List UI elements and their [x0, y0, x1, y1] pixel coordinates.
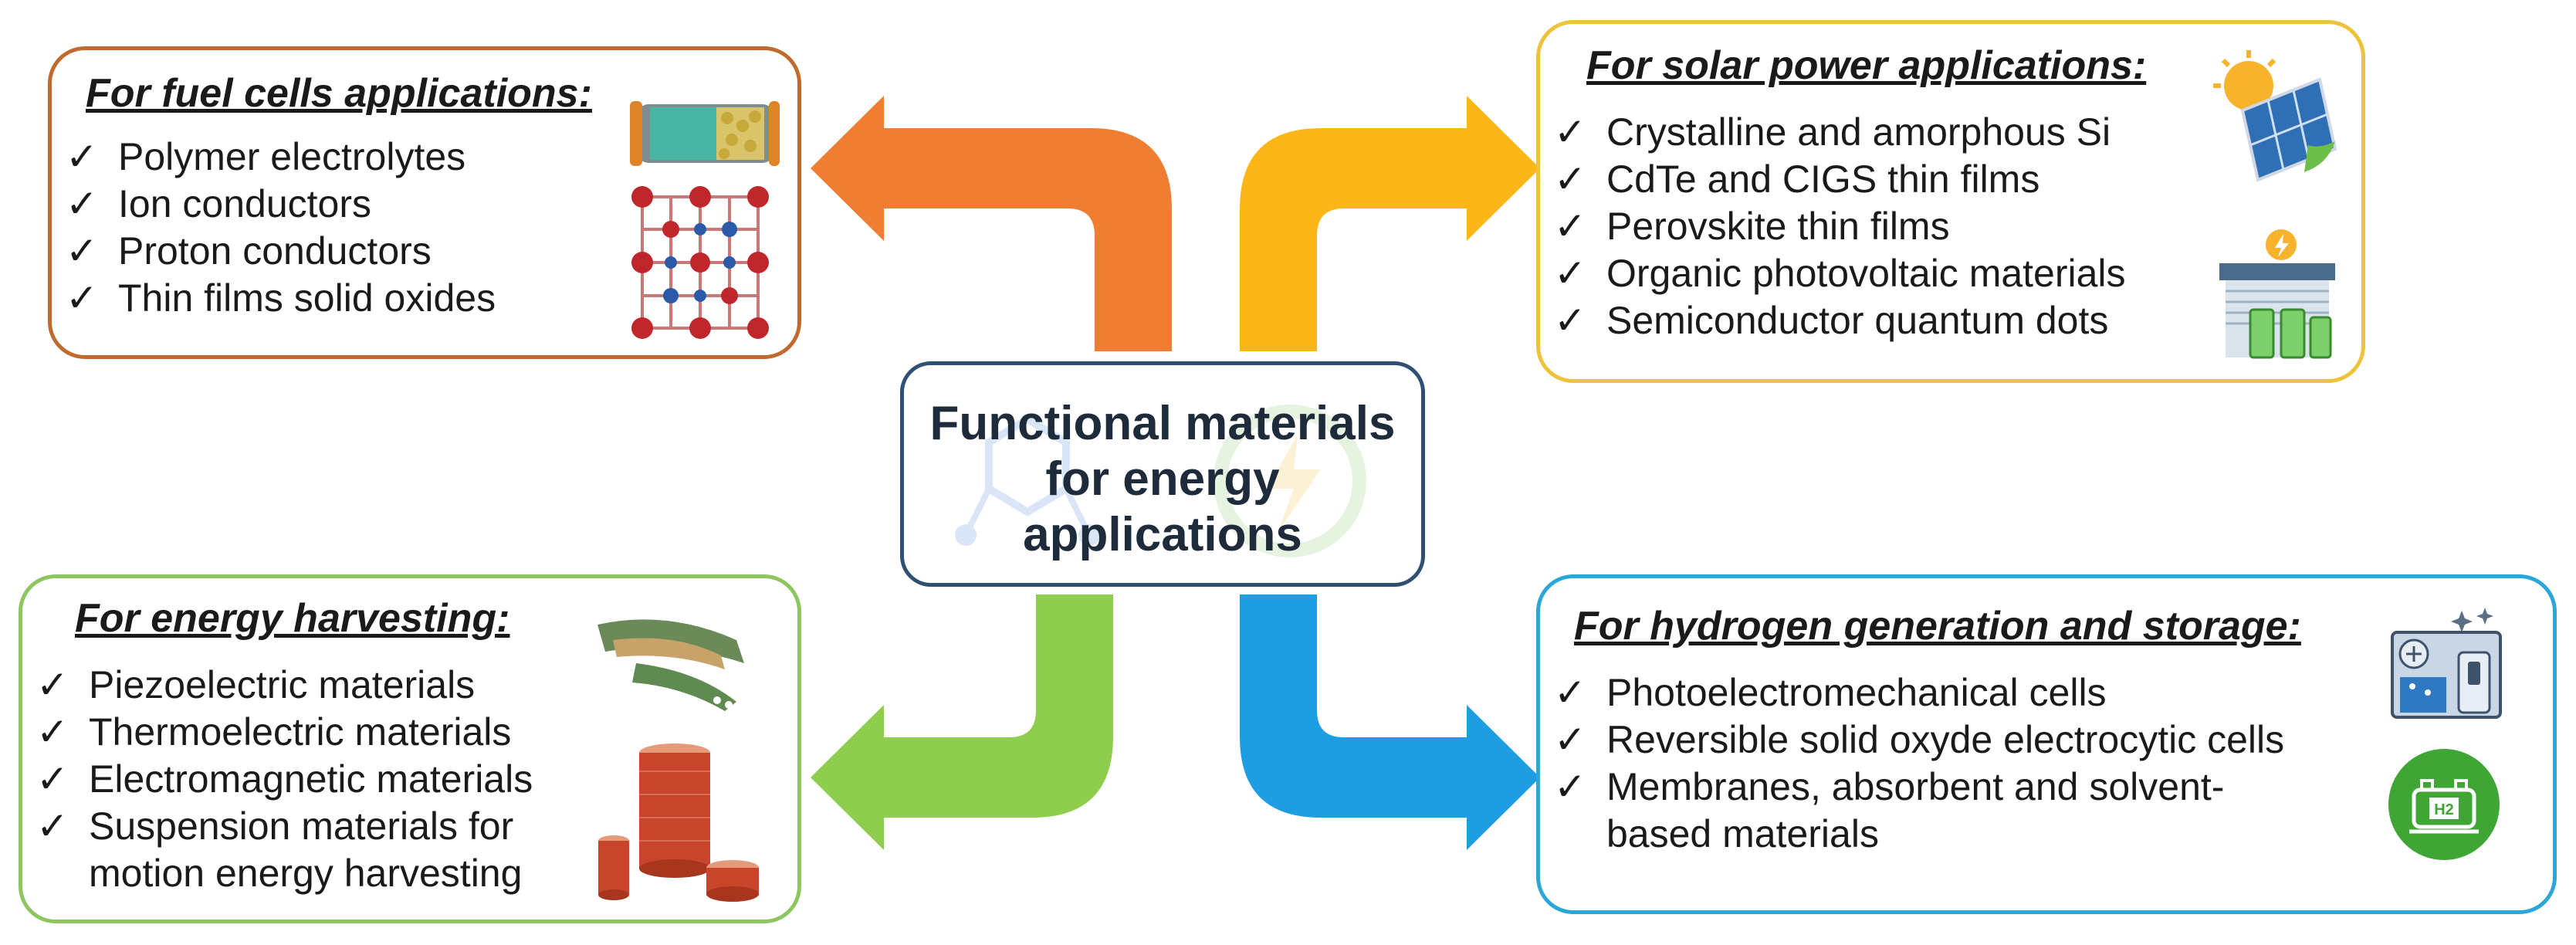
center-title-line: for energy — [1045, 452, 1280, 506]
list-item: based materials — [1606, 812, 1879, 855]
hydrogen-tank-icon: H2 — [2388, 749, 2500, 860]
harvesting-title: For energy harvesting: — [75, 596, 510, 641]
molecule-watermark-icon — [955, 405, 1366, 557]
check-icon: ✓ — [1554, 718, 1586, 761]
fuel-cell-tube-icon — [630, 101, 780, 166]
check-icon: ✓ — [36, 804, 69, 848]
list-item: ✓Photoelectromechanical cells — [1554, 669, 2284, 716]
hydrogen-list: ✓Photoelectromechanical cells ✓Reversibl… — [1554, 669, 2284, 858]
check-icon: ✓ — [36, 663, 69, 706]
fuel-cells-title: For fuel cells applications: — [86, 71, 592, 116]
check-icon: ✓ — [66, 182, 98, 225]
check-icon: ✓ — [1554, 205, 1586, 248]
harvesting-list: ✓Piezoelectric materials ✓Thermoelectric… — [36, 662, 533, 897]
arrow-hydrogen — [1240, 594, 1540, 850]
center-title: Functional materials for energy applicat… — [904, 396, 1421, 563]
check-icon: ✓ — [66, 135, 98, 178]
center-title-line: applications — [1023, 508, 1302, 561]
list-item: ✓Reversible solid oxyde electrocytic cel… — [1554, 716, 2284, 764]
center-title-line: Functional materials — [929, 397, 1396, 450]
h2-label: H2 — [2434, 801, 2454, 818]
list-item: ✓Organic photovoltaic materials — [1554, 250, 2126, 297]
list-item: ✓Semiconductor quantum dots — [1554, 297, 2126, 344]
solar-box: For solar power applications: ✓Crystalli… — [1536, 20, 2365, 383]
piezo-film-icon — [597, 619, 744, 711]
solar-title: For solar power applications: — [1586, 43, 2147, 88]
fuel-cells-box: For fuel cells applications: ✓Polymer el… — [48, 46, 801, 359]
solar-list: ✓Crystalline and amorphous Si ✓CdTe and … — [1554, 109, 2126, 344]
list-item: motion energy harvesting — [89, 852, 523, 895]
hydrogen-box: For hydrogen generation and storage: ✓Ph… — [1536, 574, 2557, 914]
list-item: ✓Proton conductors — [66, 228, 496, 275]
list-item: ✓Suspension materials for — [36, 803, 533, 850]
crystal-lattice-icon — [631, 186, 769, 339]
electrolyzer-icon — [2391, 608, 2502, 719]
list-item: ✓Piezoelectric materials — [36, 662, 533, 709]
check-icon: ✓ — [36, 757, 69, 801]
arrow-fuel-cells — [811, 96, 1172, 351]
hydrogen-title: For hydrogen generation and storage: — [1574, 604, 2301, 649]
list-item: ✓Electromagnetic materials — [36, 756, 533, 803]
check-icon: ✓ — [66, 229, 98, 273]
check-icon: ✓ — [1554, 765, 1586, 808]
check-icon: ✓ — [1554, 158, 1586, 201]
fuel-cells-list: ✓Polymer electrolytes ✓Ion conductors ✓P… — [66, 134, 496, 322]
list-item: ✓Ion conductors — [66, 181, 496, 228]
center-topic-box: Functional materials for energy applicat… — [900, 361, 1425, 587]
check-icon: ✓ — [66, 276, 98, 320]
battery-storage-icon — [2219, 229, 2335, 359]
check-icon: ✓ — [1554, 252, 1586, 295]
list-item: ✓Thin films solid oxides — [66, 275, 496, 322]
coil-magnet-icon — [598, 743, 759, 902]
harvesting-box: For energy harvesting: ✓Piezoelectric ma… — [19, 574, 801, 923]
check-icon: ✓ — [1554, 110, 1586, 154]
list-item: ✓Thermoelectric materials — [36, 709, 533, 756]
arrow-solar — [1240, 96, 1540, 351]
list-item: ✓Polymer electrolytes — [66, 134, 496, 181]
check-icon: ✓ — [1554, 671, 1586, 714]
list-item: ✓Perovskite thin films — [1554, 203, 2126, 250]
list-item: ✓CdTe and CIGS thin films — [1554, 156, 2126, 203]
list-item: ✓Crystalline and amorphous Si — [1554, 109, 2126, 156]
solar-panel-icon — [2213, 50, 2337, 182]
arrow-harvesting — [811, 594, 1113, 850]
check-icon: ✓ — [36, 710, 69, 754]
check-icon: ✓ — [1554, 299, 1586, 342]
list-item: ✓Membranes, absorbent and solvent- — [1554, 764, 2284, 811]
